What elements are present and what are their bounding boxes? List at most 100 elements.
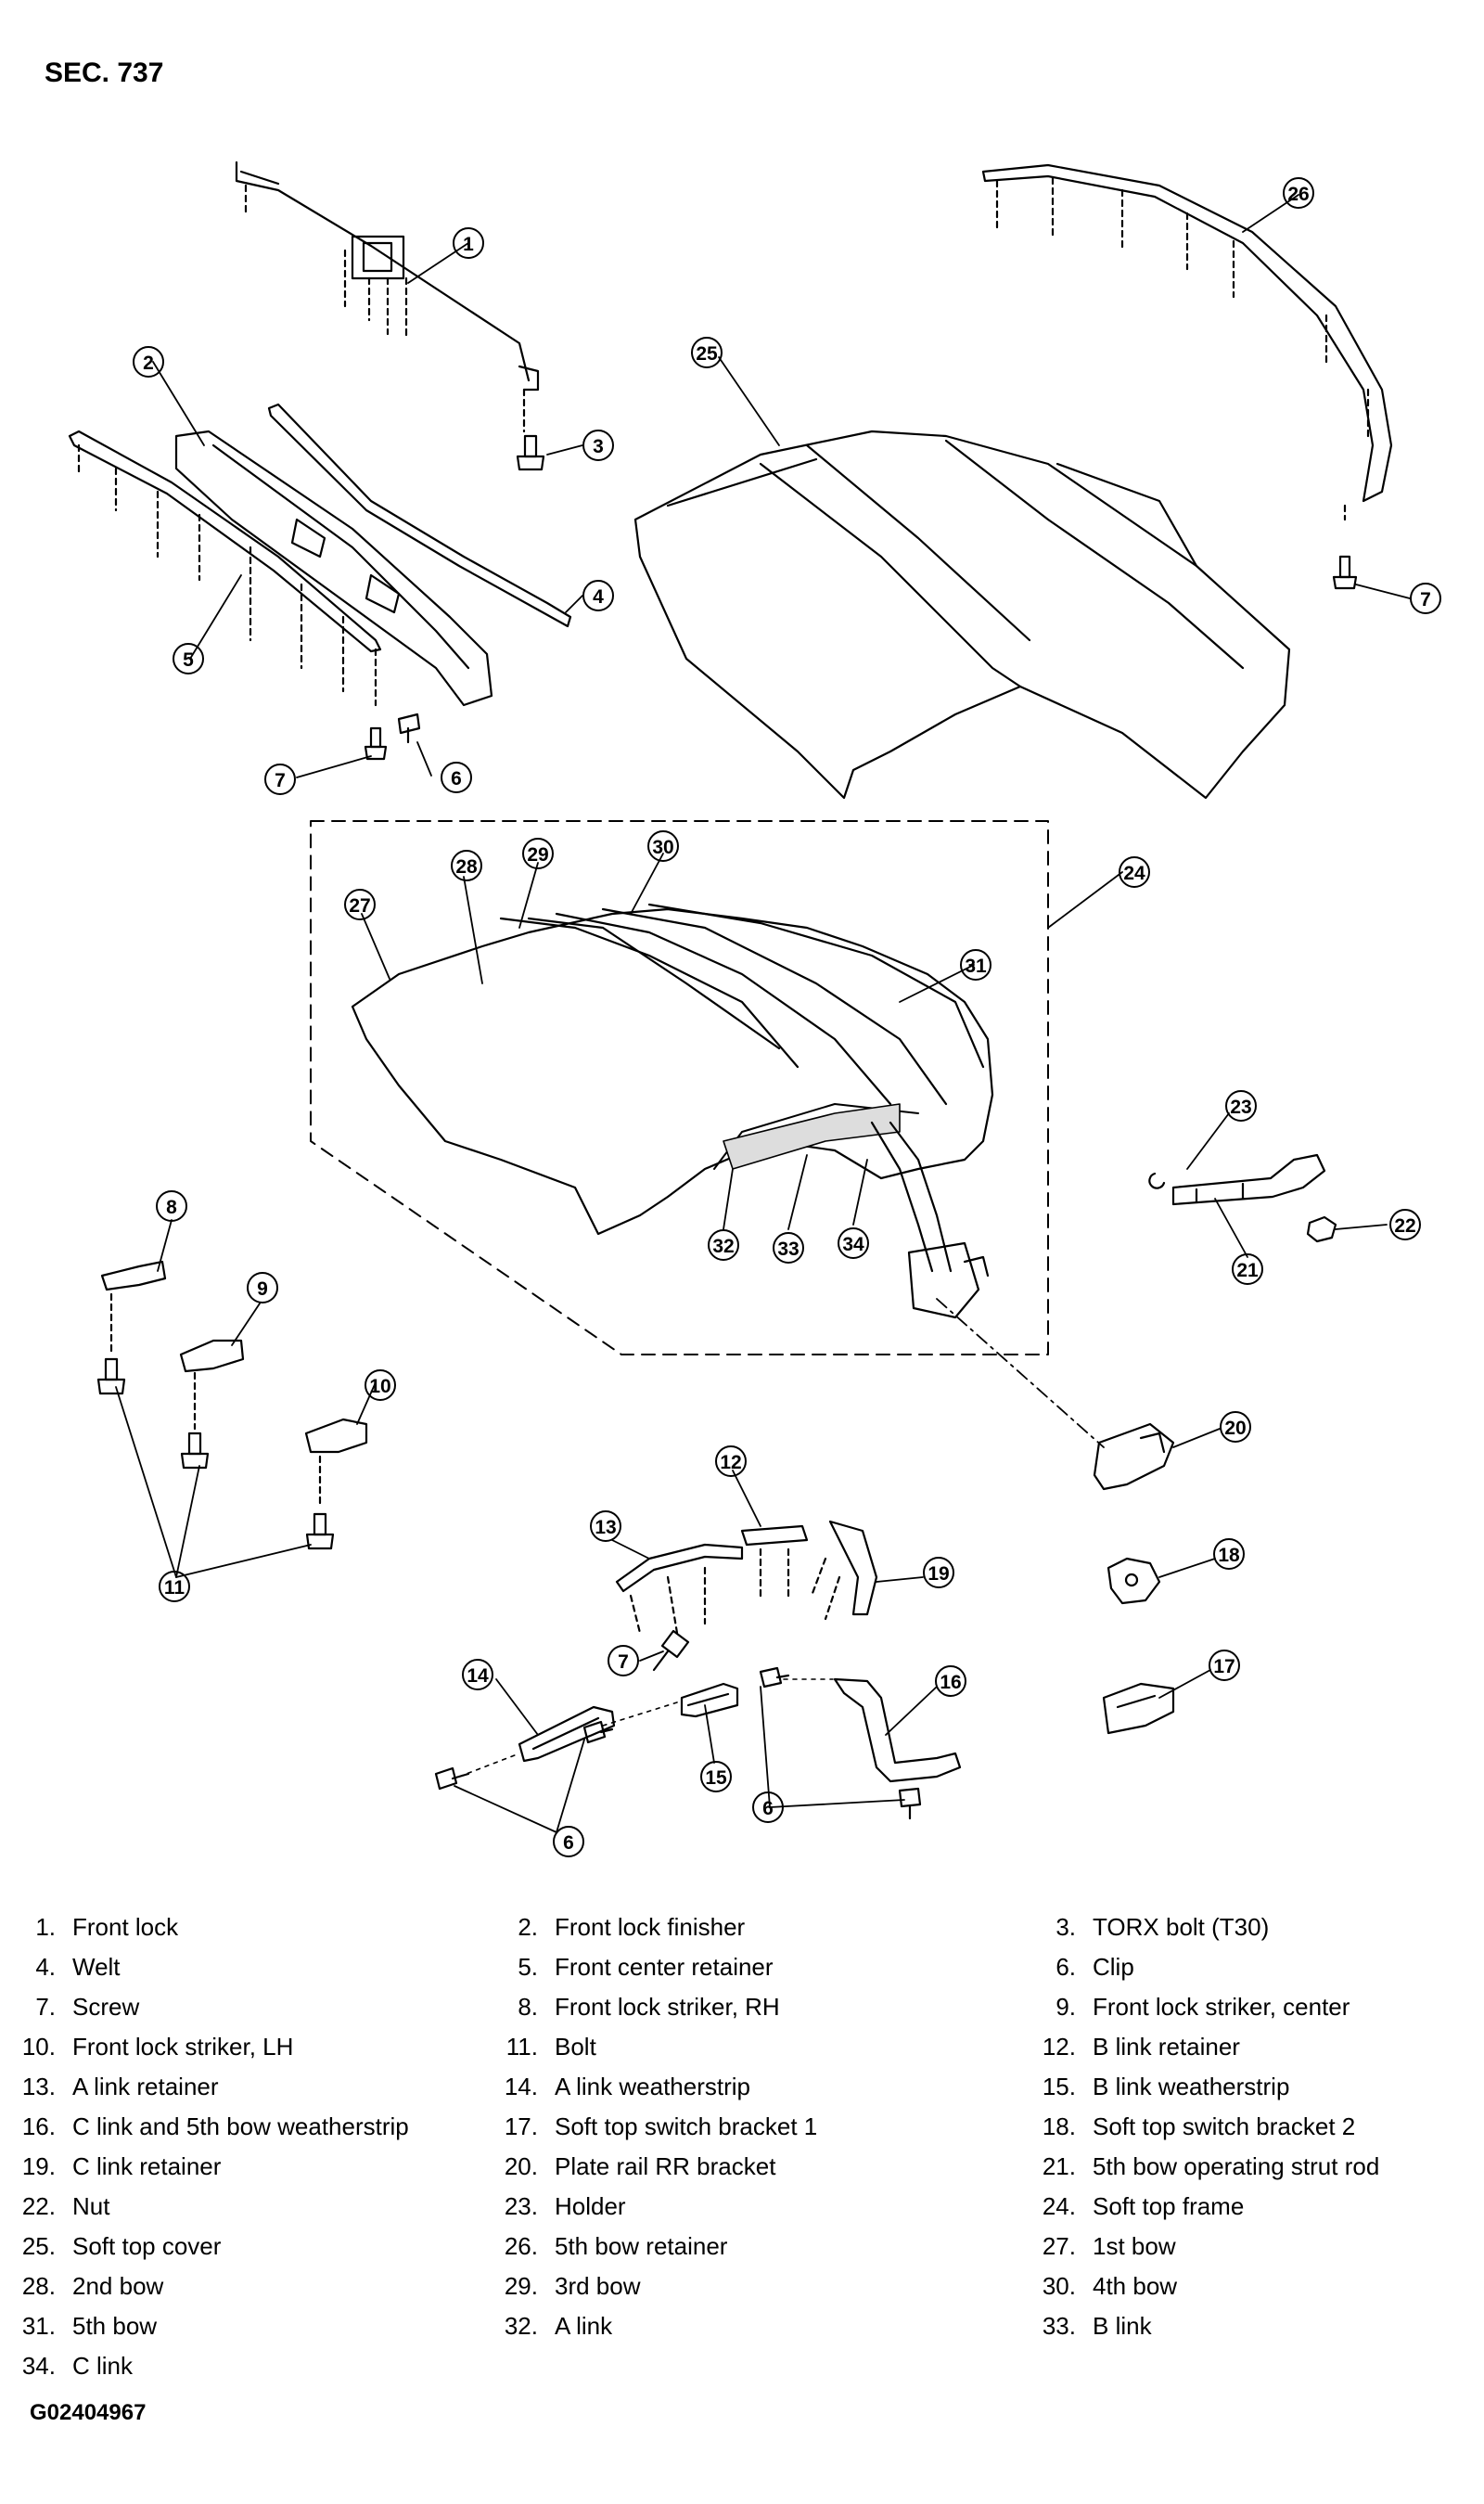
legend-item: 25.Soft top cover (21, 2232, 222, 2260)
screw-part (364, 726, 388, 761)
legend-item: 23.Holder (504, 2192, 626, 2220)
legend-item: 8.Front lock striker, RH (518, 1993, 780, 2021)
legend-item: 22.Nut (21, 2192, 110, 2220)
callout-12: 12 (715, 1445, 747, 1477)
legend-item: 24.Soft top frame (1042, 2192, 1245, 2220)
legend-item: 15.B link weatherstrip (1042, 2073, 1290, 2100)
bolt-part (96, 1357, 126, 1395)
legend-item: 33.B link (1042, 2312, 1152, 2340)
callout-7-right: 7 (1410, 583, 1441, 614)
legend-item: 28.2nd bow (21, 2272, 164, 2300)
soft-top-switch-bracket-1-part (1102, 1682, 1175, 1735)
section-title: SEC. 737 (45, 58, 164, 88)
callout-11: 11 (159, 1571, 190, 1602)
legend-item: 6.Clip (1055, 1953, 1134, 1981)
svg-text:11: 11 (164, 1577, 186, 1599)
legend-item: 34.C link (21, 2352, 134, 2380)
callout-9: 9 (247, 1272, 278, 1303)
callout-3: 3 (582, 430, 614, 461)
legend-item: 17.Soft top switch bracket 1 (504, 2112, 818, 2140)
svg-text:6: 6 (762, 1798, 774, 1819)
svg-text:23: 23 (1230, 1097, 1251, 1118)
callout-22: 22 (1389, 1209, 1421, 1240)
a-link-weatherstrip-part (518, 1705, 616, 1763)
legend-item: 2.Front lock finisher (518, 1913, 746, 1941)
legend-item: 21.5th bow operating strut rod (1042, 2152, 1380, 2180)
svg-text:25: 25 (696, 343, 718, 365)
c-link-weatherstrip-part (833, 1677, 962, 1783)
legend-item: 20.Plate rail RR bracket (504, 2152, 776, 2180)
callout-24: 24 (1119, 856, 1150, 888)
fifth-bow-retainer-part (981, 163, 1393, 521)
svg-text:15: 15 (705, 1767, 727, 1789)
screw-part (1332, 555, 1358, 590)
legend-item: 31.5th bow (21, 2312, 158, 2340)
callout-17: 17 (1209, 1650, 1240, 1681)
callout-31: 31 (960, 949, 991, 981)
soft-top-cover-part (633, 430, 1291, 800)
svg-text:28: 28 (455, 856, 478, 878)
callout-23: 23 (1225, 1090, 1257, 1122)
callout-7-bottom: 7 (608, 1645, 639, 1676)
legend-item: 32.A link (504, 2312, 613, 2340)
b-link-weatherstrip-part (680, 1682, 739, 1718)
svg-text:32: 32 (712, 1236, 734, 1257)
svg-text:13: 13 (595, 1517, 616, 1538)
legend-item: 3.TORX bolt (T30) (1055, 1913, 1270, 1941)
legend-item: 5.Front center retainer (518, 1953, 774, 1981)
screw-part (652, 1629, 690, 1672)
legend-item: 19.C link retainer (21, 2152, 222, 2180)
bolt-part (305, 1512, 335, 1550)
legend-item: 16.C link and 5th bow weatherstrip (21, 2112, 409, 2140)
torx-bolt-part (516, 434, 545, 471)
parts-legend: 1.Front lock 2.Front lock finisher 3.TOR… (0, 1911, 1484, 2431)
bolt-part (180, 1432, 210, 1470)
soft-top-switch-bracket-2-part (1107, 1557, 1161, 1605)
svg-text:1: 1 (463, 234, 474, 255)
callout-6-bottom-right: 6 (752, 1791, 784, 1823)
svg-text:7: 7 (618, 1651, 629, 1673)
svg-text:2: 2 (143, 353, 154, 374)
callout-28: 28 (451, 850, 482, 881)
nut-part (1306, 1215, 1337, 1243)
callout-5: 5 (173, 643, 204, 674)
svg-text:14: 14 (467, 1665, 489, 1687)
legend-item: 4.Welt (35, 1953, 121, 1981)
callout-26: 26 (1283, 177, 1314, 209)
legend-item: 13.A link retainer (21, 2073, 219, 2100)
welt-part (267, 403, 572, 628)
svg-text:9: 9 (257, 1278, 268, 1300)
front-lock-striker-lh-part (304, 1418, 368, 1509)
svg-text:17: 17 (1213, 1656, 1235, 1677)
callout-7-top: 7 (264, 764, 296, 795)
callout-25: 25 (691, 337, 723, 368)
svg-text:19: 19 (928, 1563, 949, 1585)
callout-29: 29 (522, 838, 554, 869)
legend-item: 1.Front lock (35, 1913, 179, 1941)
svg-text:29: 29 (527, 844, 548, 866)
front-lock-striker-center-part (179, 1339, 245, 1431)
svg-text:21: 21 (1236, 1260, 1259, 1281)
callout-27: 27 (344, 889, 376, 920)
svg-text:31: 31 (965, 956, 987, 977)
callouts: 1 2 3 4 5 6 7 25 26 7 24 27 28 29 30 31 … (133, 177, 1441, 1857)
leader-lines (115, 194, 1411, 1833)
svg-text:34: 34 (842, 1234, 864, 1255)
b-link-retainer-part (740, 1524, 809, 1598)
legend-item: 30.4th bow (1042, 2272, 1178, 2300)
callout-15: 15 (700, 1761, 732, 1792)
holder-part (1148, 1172, 1166, 1189)
clip-part (759, 1666, 790, 1689)
callout-16: 16 (935, 1665, 966, 1697)
svg-text:16: 16 (940, 1672, 961, 1693)
callout-32: 32 (708, 1229, 739, 1261)
callout-8: 8 (156, 1190, 187, 1222)
svg-text:18: 18 (1218, 1545, 1240, 1566)
clip-part (434, 1766, 470, 1791)
strut-rod-part (1171, 1153, 1326, 1206)
svg-text:4: 4 (593, 586, 604, 608)
callout-4: 4 (582, 580, 614, 611)
callout-34: 34 (838, 1227, 869, 1259)
legend-item: 26.5th bow retainer (504, 2232, 728, 2260)
front-lock-part (235, 161, 540, 433)
